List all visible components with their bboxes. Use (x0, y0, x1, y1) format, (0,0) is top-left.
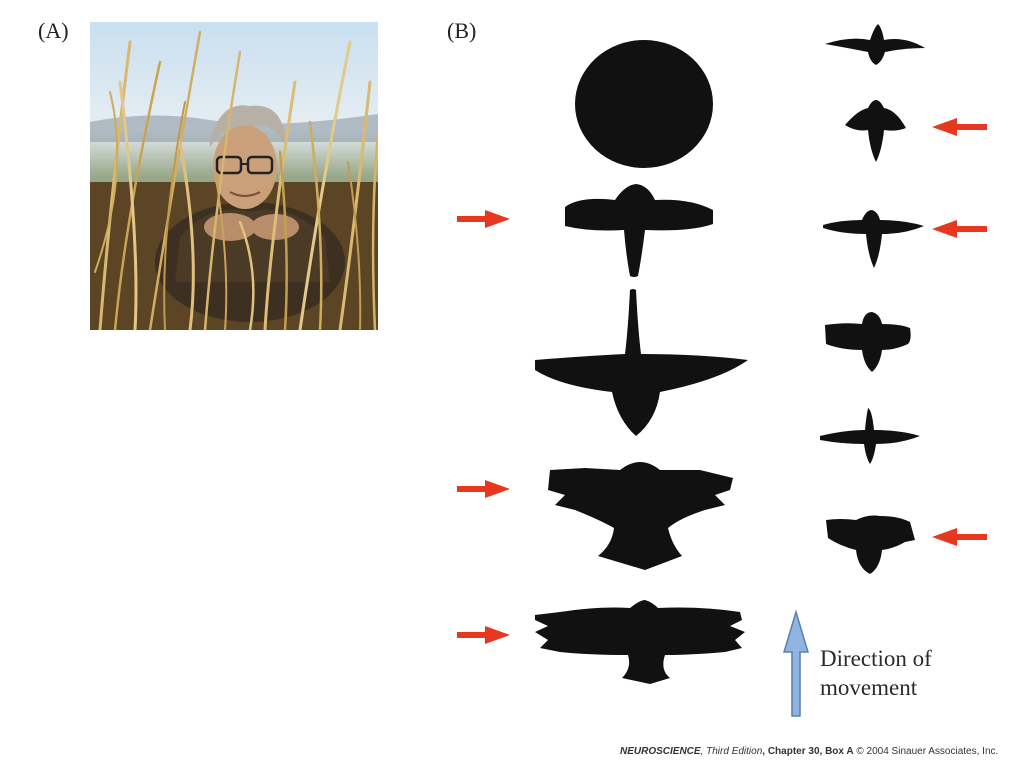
indicator-arrow-left-1 (457, 210, 510, 228)
indicator-arrow-right-3 (932, 528, 987, 546)
photo-man-in-grass (90, 22, 378, 330)
credit-chapter: , Chapter 30, Box A (762, 746, 854, 757)
credit-line: NEUROSCIENCE, Third Edition, Chapter 30,… (620, 746, 998, 757)
indicator-arrow-left-2 (457, 480, 510, 498)
direction-label-line1: Direction of (820, 646, 932, 671)
indicator-arrow-right-1 (932, 118, 987, 136)
silhouette-short-neck-bird (565, 184, 713, 277)
silhouette-small-bird-2 (845, 100, 906, 162)
silhouette-eagle-long-wings (535, 600, 745, 684)
panel-label-b: (B) (447, 18, 477, 43)
silhouette-small-bird-1 (825, 24, 925, 65)
silhouette-small-bird-3 (823, 210, 924, 268)
silhouette-small-bird-4 (825, 312, 911, 372)
credit-copyright: © 2004 Sinauer Associates, Inc. (856, 746, 999, 757)
silhouette-small-bird-5 (820, 408, 920, 464)
direction-arrow-icon (782, 609, 810, 717)
credit-book: NEUROSCIENCE (620, 746, 701, 757)
panel-label-a: (A) (38, 18, 69, 43)
silhouette-small-bird-6 (826, 515, 915, 574)
credit-edition: , Third Edition (700, 746, 763, 757)
photo-grass (94, 30, 378, 330)
direction-label-line2: movement (820, 675, 918, 700)
silhouette-goose-long-neck (535, 289, 748, 436)
indicator-arrow-left-3 (457, 626, 510, 644)
indicator-arrow-right-2 (932, 220, 987, 238)
silhouette-disc (575, 40, 713, 168)
silhouette-buzzard (548, 462, 733, 570)
